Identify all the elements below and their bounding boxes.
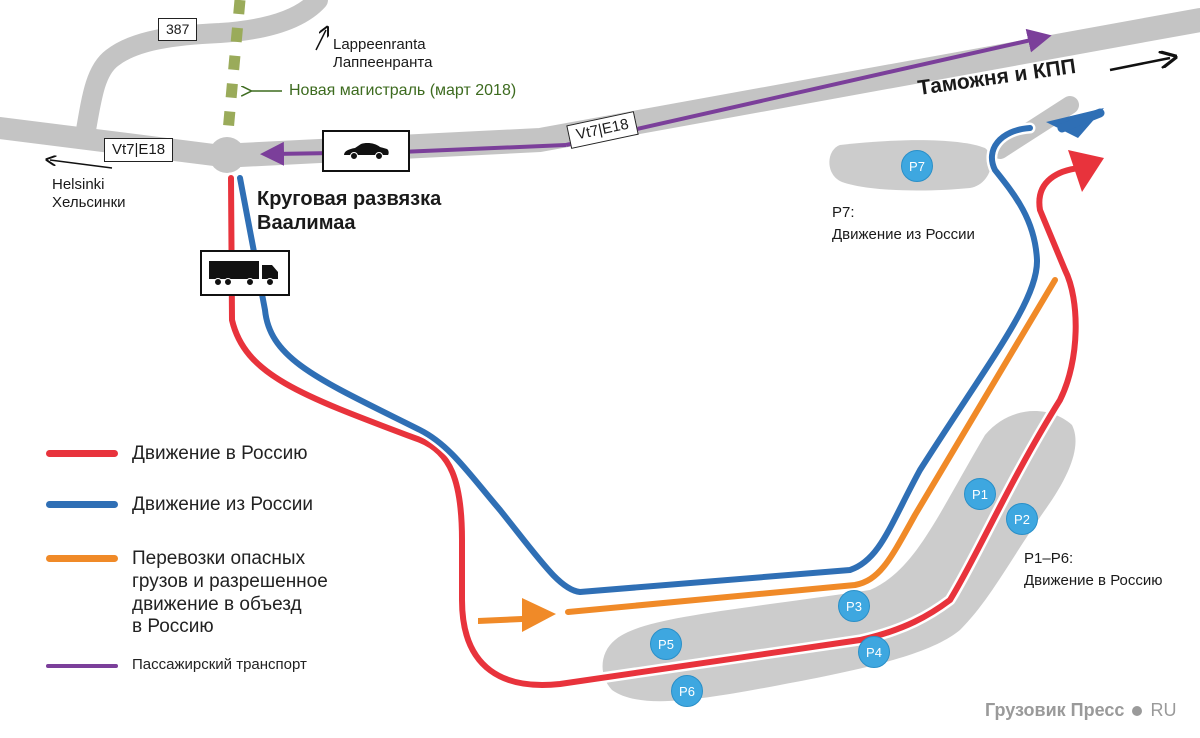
red-arrow-head (1068, 150, 1104, 192)
watermark-suffix: RU (1150, 700, 1177, 720)
lappeenranta-arrow (315, 30, 326, 51)
route-from-russia (234, 122, 1043, 598)
roundabout-label: Круговая развязка Ваалимаа (257, 187, 441, 235)
helsinki-label: Helsinki Хельсинки (52, 176, 126, 212)
legend-swatch-red (46, 450, 118, 457)
parking-marker-p1: P1 (964, 478, 996, 510)
p7-caption: P7: Движение из России (832, 202, 975, 246)
customs-direction-arrow (1109, 58, 1170, 72)
p1-p6-caption-title: P1–P6: (1024, 550, 1074, 567)
watermark-text: Грузовик Пресс (985, 700, 1125, 720)
legend-item-from-russia: Движение из России (46, 494, 313, 517)
p1-p6-caption-desc: Движение в Россию (1024, 571, 1163, 589)
lappeenranta-label: Lappeenranta Лаппеенранта (333, 36, 432, 72)
legend-label: Движение из России (132, 494, 314, 515)
helsinki-cyrillic: Хельсинки (52, 194, 126, 211)
car-box (322, 130, 410, 172)
route-dangerous-goods (563, 275, 1060, 617)
lappeenranta-cyrillic: Лаппеенранта (333, 54, 433, 71)
roundabout (209, 137, 245, 173)
new-highway-label: Новая магистраль (март 2018) (289, 82, 517, 99)
route-to-russia (225, 162, 1086, 691)
legend-label-line: в Россию (132, 616, 214, 638)
helsinki-latin: Helsinki (52, 176, 105, 193)
parking-marker-p6: P6 (671, 675, 703, 707)
lot-p1-p6 (602, 411, 1076, 702)
truck-box (200, 250, 290, 296)
legend-label-line: движение в объезд (132, 593, 302, 615)
roundabout-line-1: Круговая развязка (257, 188, 442, 210)
legend-label-line: Перевозки опасных (132, 548, 306, 569)
road-sign-vt7-e18-west: Vt7|E18 (104, 138, 174, 162)
parking-marker-p2: P2 (1006, 503, 1038, 535)
parking-marker-p3: P3 (838, 590, 870, 622)
truck-icon (209, 261, 278, 286)
watermark: Грузовик Пресс RU (985, 700, 1176, 722)
legend-swatch-blue (46, 501, 118, 508)
legend-label: Перевозки опасных грузов и разрешенное д… (132, 548, 328, 639)
p7-caption-title: P7: (832, 204, 855, 221)
roundabout-line-2: Ваалимаа (257, 212, 356, 234)
orange-arrow (478, 598, 556, 632)
legend-item-to-russia: Движение в Россию (46, 443, 307, 466)
car-icon (344, 143, 389, 160)
road-sign-387: 387 (158, 18, 198, 41)
parking-marker-p7: P7 (901, 150, 933, 182)
legend-label: Пассажирский транспорт (132, 656, 307, 673)
p7-caption-desc: Движение из России (832, 225, 975, 243)
parking-marker-p5: P5 (650, 628, 682, 660)
helsinki-arrow (50, 160, 113, 169)
legend-label: Движение в Россию (132, 443, 308, 464)
lappeenranta-latin: Lappeenranta (333, 36, 426, 53)
parking-marker-p4: P4 (858, 636, 890, 668)
p1-p6-caption: P1–P6: Движение в Россию (1024, 548, 1163, 592)
watermark-dot-icon (1132, 706, 1143, 716)
legend-label-line: грузов и разрешенное (132, 570, 328, 592)
road-387 (76, 0, 328, 140)
legend-swatch-orange (46, 555, 118, 562)
legend-item-dangerous-goods: Перевозки опасных грузов и разрешенное д… (46, 548, 328, 639)
new-highway-line (222, 0, 246, 133)
blue-arrow-shaft (1057, 108, 1105, 133)
legend-item-passenger: Пассажирский транспорт (46, 656, 307, 674)
legend-swatch-purple (46, 664, 118, 668)
